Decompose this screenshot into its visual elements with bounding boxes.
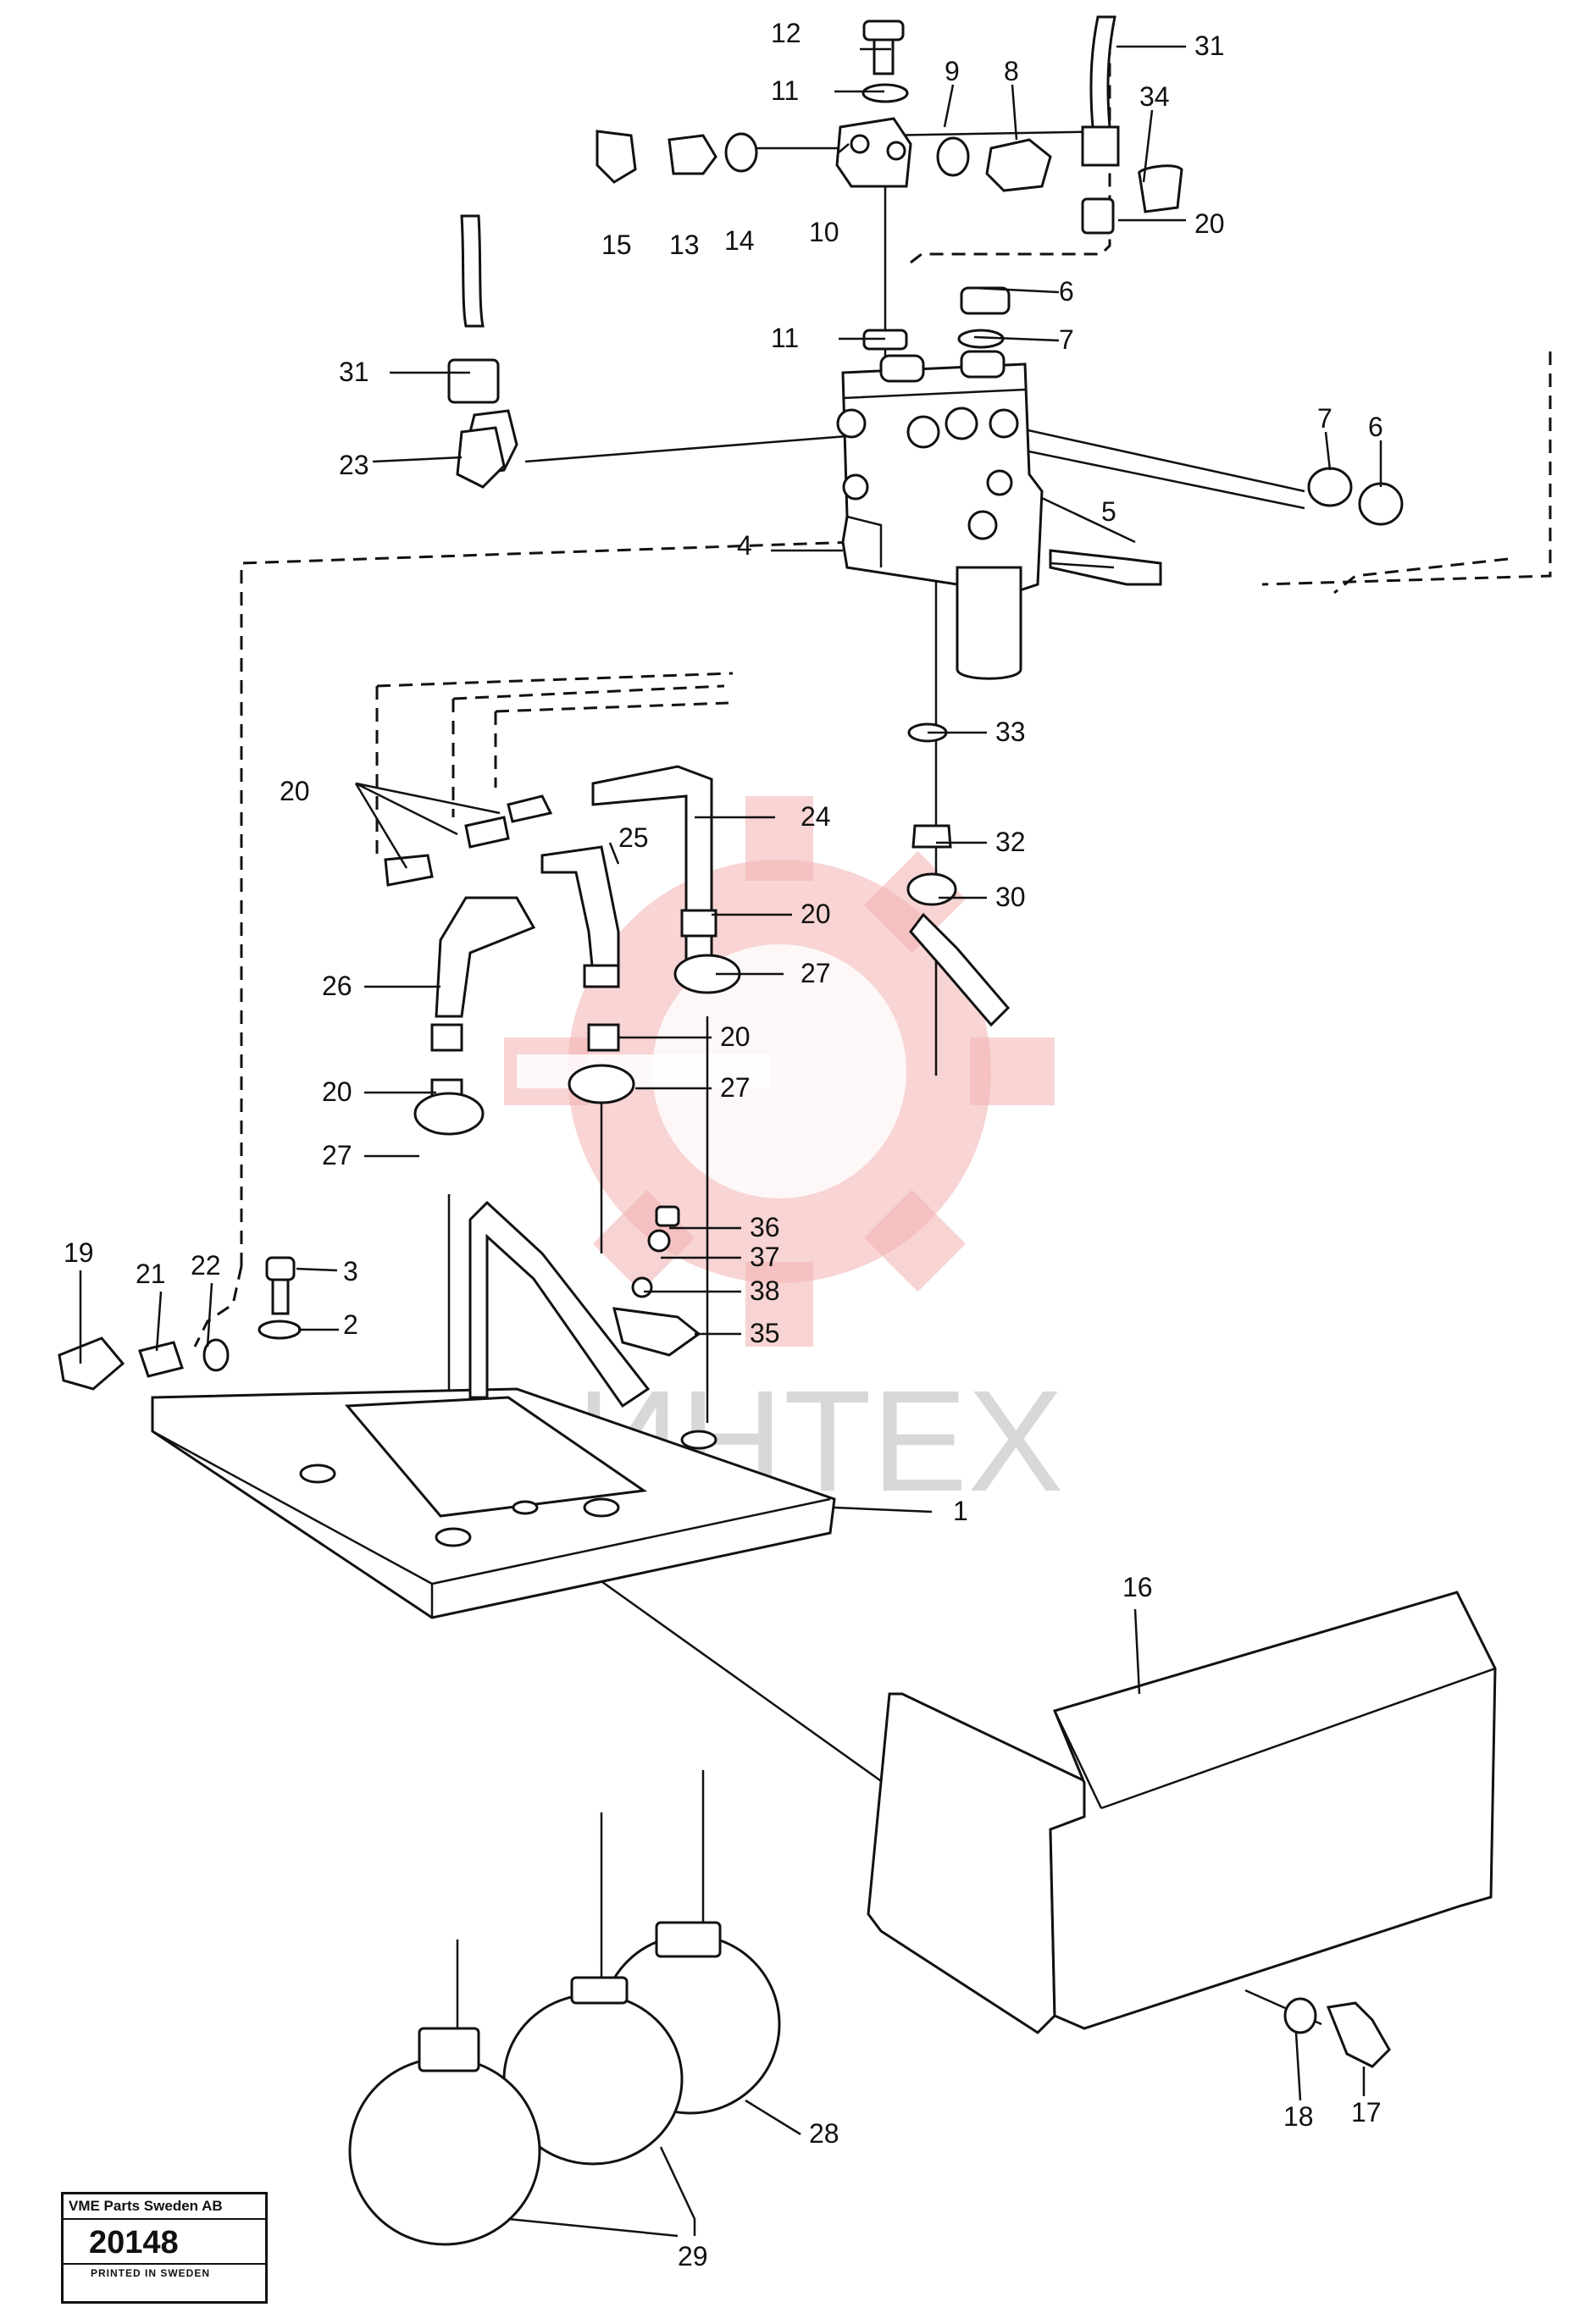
label-18: 18 — [1283, 2101, 1314, 2132]
label-35: 35 — [750, 1318, 780, 1348]
stamp-company: VME Parts Sweden AB — [64, 2194, 265, 2220]
label-9: 9 — [945, 56, 960, 86]
label-11b: 11 — [771, 323, 799, 353]
label-5: 5 — [1101, 496, 1116, 527]
stamp-printed: PRINTED IN SWEDEN — [64, 2263, 265, 2282]
label-6b: 6 — [1368, 412, 1383, 442]
label-11a: 11 — [771, 75, 799, 106]
label-28: 28 — [809, 2118, 839, 2149]
label-20b: 20 — [280, 776, 310, 806]
label-16: 16 — [1122, 1572, 1153, 1602]
label-20a: 20 — [1194, 208, 1225, 239]
label-2: 2 — [343, 1309, 358, 1340]
drawing-stamp: VME Parts Sweden AB 20148 PRINTED IN SWE… — [61, 2192, 268, 2304]
label-32: 32 — [995, 827, 1026, 857]
label-27b: 27 — [720, 1072, 751, 1103]
label-8: 8 — [1004, 56, 1019, 86]
label-12: 12 — [771, 18, 801, 48]
label-4: 4 — [737, 530, 752, 561]
label-27a: 27 — [801, 958, 831, 988]
label-20c: 20 — [801, 899, 831, 929]
label-19: 19 — [64, 1237, 94, 1268]
label-17: 17 — [1351, 2097, 1382, 2128]
protective-cover — [867, 1591, 1497, 2034]
label-25: 25 — [618, 822, 649, 853]
label-27c: 27 — [322, 1140, 352, 1170]
label-29: 29 — [678, 2241, 708, 2271]
label-38: 38 — [750, 1275, 780, 1306]
part-labels: 1 2 3 4 5 6 6 7 7 8 9 10 11 11 12 13 14 … — [64, 18, 1383, 2271]
stamp-number: 20148 — [89, 2225, 179, 2260]
label-31b: 31 — [339, 357, 369, 387]
label-13: 13 — [669, 230, 700, 260]
label-14: 14 — [724, 225, 755, 256]
label-10: 10 — [809, 217, 839, 247]
label-3: 3 — [343, 1256, 358, 1286]
label-20d: 20 — [720, 1021, 751, 1052]
label-7b: 7 — [1317, 403, 1332, 434]
control-valve — [836, 350, 1044, 680]
label-30: 30 — [995, 882, 1026, 912]
label-21: 21 — [136, 1259, 166, 1289]
label-7a: 7 — [1059, 324, 1074, 355]
mounting-plate — [151, 1200, 836, 1619]
label-15: 15 — [601, 230, 632, 260]
label-6a: 6 — [1059, 276, 1074, 307]
watermark-gear-logo — [504, 796, 1055, 1347]
accumulators — [348, 1921, 781, 2246]
label-37: 37 — [750, 1242, 780, 1272]
label-1: 1 — [953, 1496, 968, 1526]
label-26: 26 — [322, 971, 352, 1001]
label-20e: 20 — [322, 1076, 352, 1107]
label-33: 33 — [995, 717, 1026, 747]
label-24: 24 — [801, 801, 831, 832]
label-34: 34 — [1139, 81, 1170, 112]
label-23: 23 — [339, 450, 369, 480]
label-31a: 31 — [1194, 30, 1225, 61]
label-22: 22 — [191, 1250, 221, 1281]
label-36: 36 — [750, 1212, 780, 1242]
